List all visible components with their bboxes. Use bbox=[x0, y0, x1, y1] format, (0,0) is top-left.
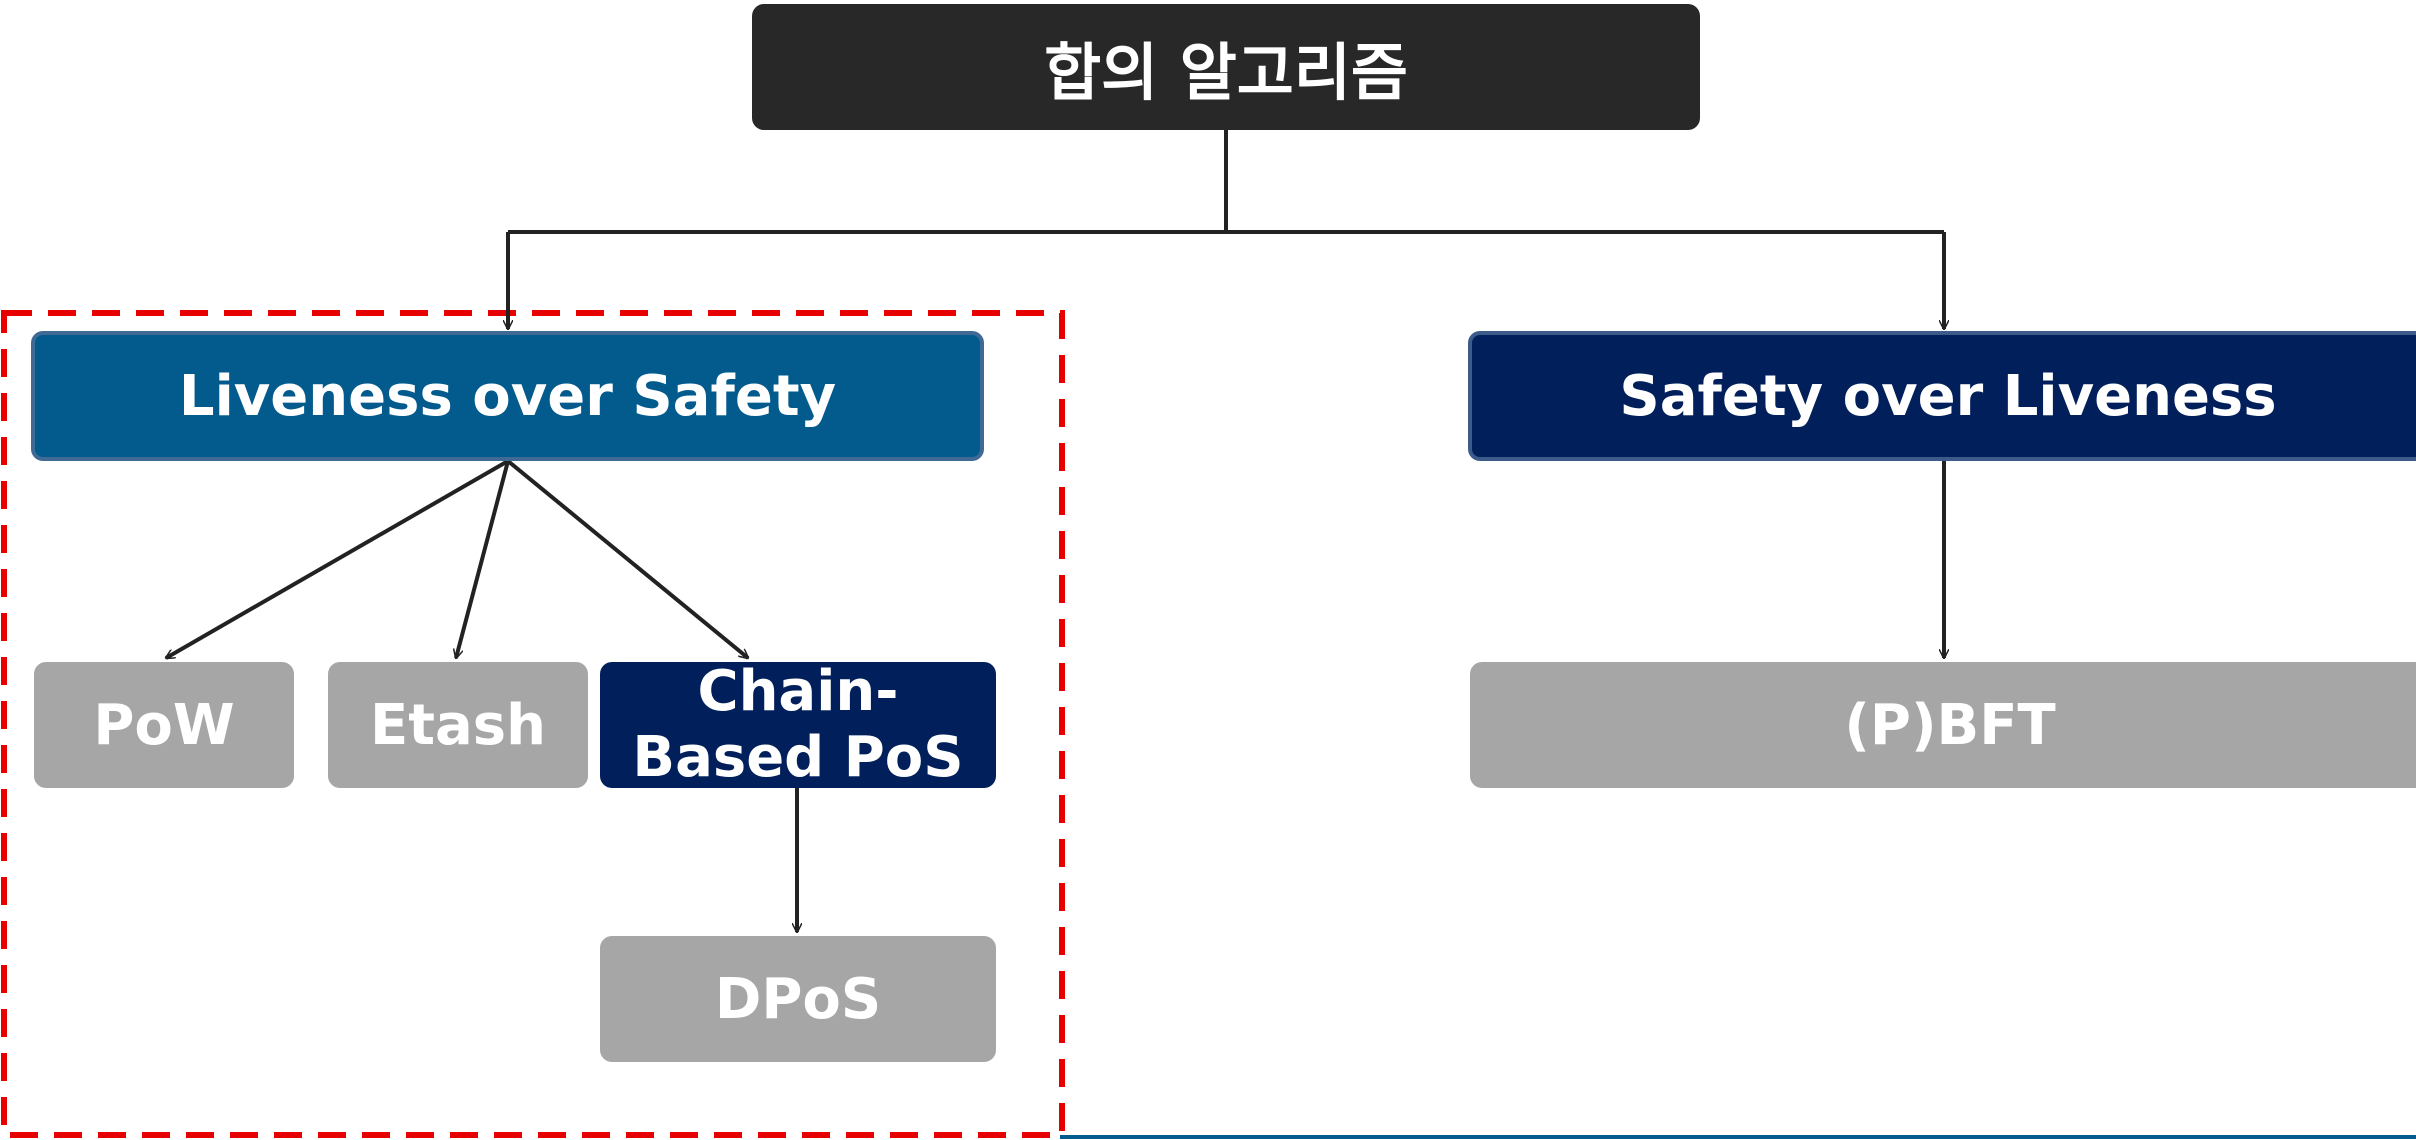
bft-label: (P)BFT bbox=[1844, 692, 2056, 758]
pow-node: PoW bbox=[34, 662, 294, 788]
etash-node: Etash bbox=[328, 662, 588, 788]
arrow-to-pow bbox=[166, 459, 509, 660]
arrow-to-chain-pos bbox=[506, 459, 748, 658]
root-label: 합의 알고리즘 bbox=[1044, 36, 1408, 109]
consensus-algorithm-root: 합의 알고리즘 bbox=[752, 4, 1700, 130]
bottom-rule bbox=[1060, 1135, 2416, 1139]
highlight-dashed-box bbox=[1, 310, 1065, 1138]
chain-pos-label: Chain- Based PoS bbox=[632, 659, 964, 790]
arrow-to-etash bbox=[456, 460, 510, 658]
pow-label: PoW bbox=[93, 692, 235, 758]
chain-based-pos-node: Chain- Based PoS bbox=[600, 659, 996, 790]
etash-label: Etash bbox=[369, 692, 546, 758]
dpos-label: DPoS bbox=[714, 966, 882, 1032]
safety-label: Safety over Liveness bbox=[1619, 363, 2277, 429]
dpos-node: DPoS bbox=[600, 936, 996, 1062]
safety-over-liveness-node: Safety over Liveness bbox=[1468, 331, 2416, 461]
pbft-node: (P)BFT bbox=[1470, 662, 2416, 788]
liveness-over-safety-node: Liveness over Safety bbox=[31, 331, 984, 461]
liveness-label: Liveness over Safety bbox=[178, 363, 837, 429]
